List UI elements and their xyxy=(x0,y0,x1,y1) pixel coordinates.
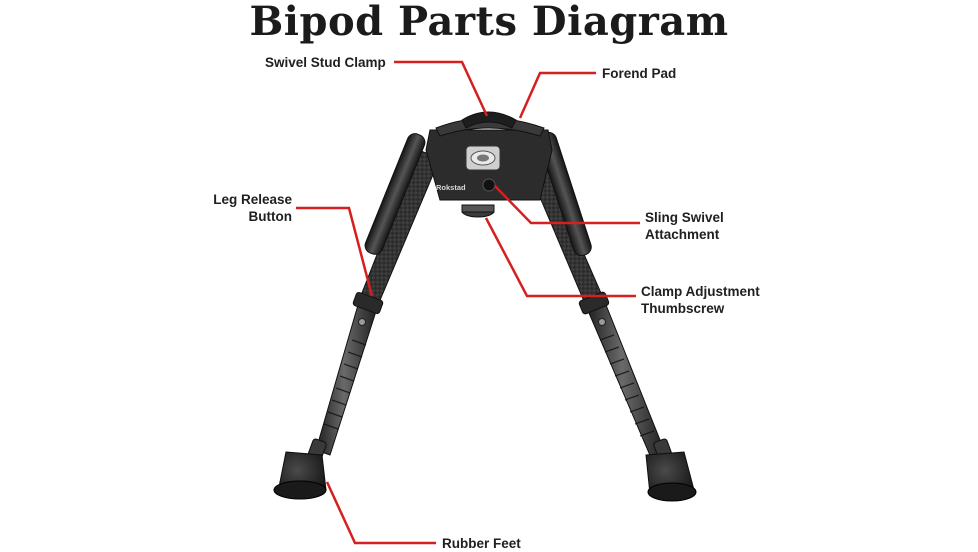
diagram-title: Bipod Parts Diagram xyxy=(249,0,729,45)
leader-forend-pad xyxy=(518,71,596,119)
label-swivel-stud-clamp: Swivel Stud Clamp xyxy=(265,55,386,70)
leader-leg-release-button xyxy=(296,206,374,297)
leader-swivel-stud-clamp xyxy=(394,60,489,117)
leader-rubber-feet xyxy=(325,481,436,545)
label-sling-swivel-attachment: Sling Swivel Attachment xyxy=(645,210,724,242)
leader-clamp-adjustment-thumbscrew xyxy=(484,217,636,298)
bipod-image: Rokstad xyxy=(273,111,697,502)
leader-lines xyxy=(296,60,640,545)
label-forend-pad: Forend Pad xyxy=(602,66,677,81)
label-rubber-feet: Rubber Feet xyxy=(442,536,521,551)
label-leg-release-button: Leg Release Button xyxy=(213,192,292,224)
left-leg xyxy=(307,133,441,462)
brand-logo: Rokstad xyxy=(436,183,466,192)
bipod-hub: Rokstad xyxy=(425,111,553,218)
label-clamp-adjustment-thumbscrew: Clamp Adjustment Thumbscrew xyxy=(641,284,760,316)
rubber-feet-shapes xyxy=(273,451,697,502)
leader-sling-swivel-attachment xyxy=(494,185,640,225)
